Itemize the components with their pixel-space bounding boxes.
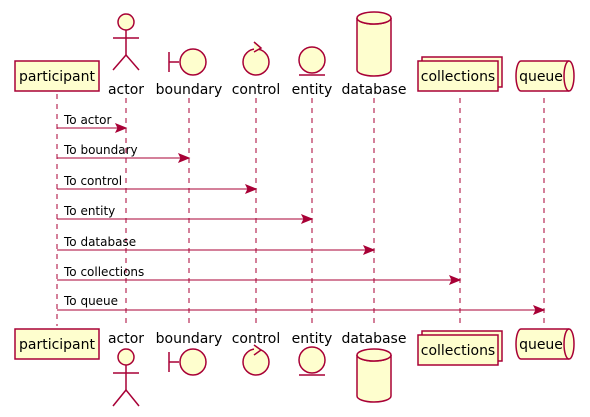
message-label: To boundary: [63, 143, 138, 157]
actor-head-bottom: actor: [108, 331, 144, 407]
entity-label-top: entity: [292, 82, 333, 98]
database-head-bottom: database: [342, 331, 407, 403]
actor-label-top: actor: [108, 82, 144, 98]
control-head-top: control: [232, 41, 281, 98]
entity-label-bottom: entity: [292, 331, 333, 347]
control-head-bottom: control: [232, 331, 281, 376]
boundary-head-bottom: boundary: [156, 331, 223, 376]
arrow-head: [177, 153, 191, 163]
participant-head-top: participant: [14, 60, 100, 92]
arrow-head: [244, 184, 258, 194]
message-to-control: To control: [57, 174, 258, 194]
database-label-bottom: database: [342, 331, 407, 347]
collections-head-bottom: collections: [417, 330, 503, 366]
arrow-head: [532, 305, 546, 315]
message-to-actor: To actor: [57, 113, 128, 133]
boundary-icon: [168, 48, 207, 76]
message-to-collections: To collections: [57, 265, 462, 285]
collections-head-top: collections: [417, 56, 503, 92]
control-label-bottom: control: [232, 331, 281, 347]
message-to-queue: To queue: [57, 294, 546, 315]
boundary-head-top: boundary: [156, 48, 223, 98]
queue-label-bottom: queue: [519, 337, 563, 353]
actor-icon: [112, 348, 140, 407]
message-to-database: To database: [57, 235, 376, 255]
control-icon: [242, 41, 270, 76]
database-head-top: database: [342, 11, 407, 98]
boundary-icon: [168, 348, 207, 376]
message-label: To queue: [63, 294, 118, 308]
message-label: To collections: [63, 265, 144, 279]
actor-icon: [112, 13, 140, 71]
boundary-label-bottom: boundary: [156, 331, 223, 347]
participant-label-top: participant: [19, 69, 96, 85]
control-label-top: control: [232, 82, 281, 98]
entity-head-bottom: entity: [292, 331, 333, 376]
collections-label-top: collections: [421, 69, 495, 85]
control-icon: [242, 344, 270, 376]
arrow-head: [362, 245, 376, 255]
arrow-head: [300, 214, 314, 224]
database-icon: [356, 11, 392, 77]
actor-head-top: actor: [108, 13, 144, 98]
queue-head-bottom: queue: [515, 328, 575, 360]
participant-head-bottom: participant: [14, 328, 100, 360]
participant-label-bottom: participant: [19, 337, 96, 353]
queue-head-top: queue: [515, 60, 575, 92]
database-icon: [356, 348, 392, 403]
arrow-head: [114, 123, 128, 133]
message-label: To control: [63, 174, 122, 188]
collections-label-bottom: collections: [421, 343, 495, 359]
entity-icon: [298, 346, 326, 376]
database-label-top: database: [342, 82, 407, 98]
actor-label-bottom: actor: [108, 331, 144, 347]
messages: To actor To boundary To control To entit…: [57, 113, 546, 315]
message-to-entity: To entity: [57, 204, 314, 224]
lifelines: [56, 94, 545, 326]
message-label: To actor: [63, 113, 111, 127]
message-to-boundary: To boundary: [57, 143, 191, 163]
queue-label-top: queue: [519, 69, 563, 85]
entity-head-top: entity: [292, 46, 333, 98]
entity-icon: [298, 46, 326, 76]
arrow-head: [448, 275, 462, 285]
message-label: To database: [63, 235, 136, 249]
message-label: To entity: [63, 204, 115, 218]
boundary-label-top: boundary: [156, 82, 223, 98]
